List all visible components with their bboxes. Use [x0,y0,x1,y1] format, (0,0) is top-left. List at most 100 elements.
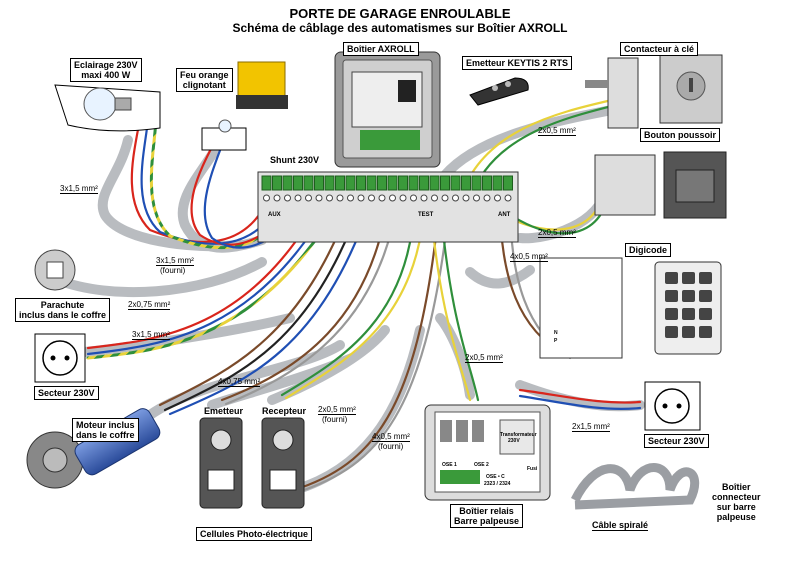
digicode-key [682,308,695,320]
terminal-screw [326,194,333,202]
sheath-feu [177,145,267,253]
terminal-aux: AUX [268,212,281,218]
cable-label-c1: 3x1,5 mm² [60,184,98,194]
terminal-block [450,175,461,191]
digicode-key [665,272,678,284]
secteur-right [644,381,701,431]
cellule-recepteur [261,417,305,509]
wire-gy-3 [86,198,344,360]
terminal-screw [452,194,459,202]
terminal-block [356,175,366,191]
keytis-remote [469,77,529,106]
label-secteur-right: Secteur 230V [644,434,709,448]
terminal-block [398,175,408,191]
cable-label-c3: 2x0,75 mm² [128,300,171,310]
terminal-block [293,175,303,191]
sheath-parachute [53,257,267,298]
bouton-poussoir [594,151,727,219]
label-cable-spirale: Câble spiralé [592,520,649,531]
terminal-ose1: OSE 1 [442,462,457,468]
label-relais: Boîtier relais Barre palpeuse [450,504,524,528]
terminal-block [282,175,293,191]
terminal-block [419,175,429,191]
terminal-screw [420,194,428,202]
label-bouton: Bouton poussoir [640,128,720,142]
terminal-screw [504,194,512,202]
digicode-key [682,326,695,338]
page-title: PORTE DE GARAGE ENROULABLE [289,6,511,21]
terminal-screw [473,194,480,202]
label-feu-line2: clignotant [182,80,226,90]
label-recepteur: Recepteur [262,406,307,416]
label-relais-line1: Boîtier relais [459,506,514,516]
cable-label-c10: 4x0,5 mm² [510,252,548,262]
wire-red-3 [86,198,324,350]
terminal-block [482,175,492,191]
terminal-block [377,175,387,191]
digicode-key [682,272,695,284]
label-shunt: Shunt 230V [270,155,320,165]
cable-label-c6: 2x0,5 mm² [318,405,356,415]
label-moteur-line2: dans le coffre [76,430,135,440]
terminal-screw [462,194,470,202]
digicode-keys [665,272,712,338]
label-eclairage: Eclairage 230V maxi 400 W [70,58,142,82]
terminal-block [387,175,398,191]
terminal-screw [399,194,407,202]
cellule-emetteur [199,417,243,509]
axroll-box [334,51,441,168]
terminal-screw [305,194,312,202]
terminal-screw [284,194,291,202]
label-eclairage-line2: maxi 400 W [81,70,131,80]
cable-label-c6b: (fourni) [322,415,348,424]
digicode [539,257,722,359]
cable-label-c7: 4x0,5 mm² [372,432,410,442]
cable-label-c9: 2x0,5 mm² [538,228,576,238]
terminal-block [314,175,324,191]
label-feu: Feu orange clignotant [176,68,233,92]
terminal-screw [294,194,302,202]
label-parachute-line2: inclus dans le coffre [19,310,107,320]
label-secteur-left: Secteur 230V [34,386,99,400]
feu-orange [201,61,288,151]
label-connecteur: Boîtier connecteur sur barre palpeuse [712,482,761,522]
cable-label-c11: 2x0,5 mm² [465,353,503,363]
sheath-secteur-right [515,380,645,412]
page-subtitle: Schéma de câblage des automatismes sur B… [232,21,568,35]
label-parachute-line1: Parachute [40,300,85,310]
terminal-blocks [261,175,513,202]
terminal-transfo-1: Transformateur [500,432,537,438]
label-feu-line1: Feu orange [180,70,229,80]
digicode-key [699,308,712,320]
terminal-strip [257,171,519,243]
digicode-key [665,308,678,320]
eclairage-lamp [54,84,161,132]
terminal-screw [494,194,501,202]
cable-label-c2: 3x1,5 mm² [156,256,194,266]
terminal-n: N [554,330,558,336]
label-contacteur: Contacteur à clé [620,42,699,56]
wire-blue-s [518,394,642,411]
wire-white-7 [302,198,452,492]
terminal-block [366,175,377,191]
label-connecteur-line3: sur barre [716,502,756,512]
wire-blue-1 [140,118,284,245]
digicode-key [699,326,712,338]
terminal-screw [263,194,270,202]
sheath-keytis [440,105,617,180]
digicode-key [665,326,678,338]
secteur-left [34,333,86,383]
cable-label-c12: 2x1,5 mm² [572,422,610,432]
digicode-key [682,290,695,302]
terminal-screw [336,194,344,202]
terminal-ose-c: OSE • C [486,474,505,480]
digicode-key [699,290,712,302]
terminal-screw [441,194,449,202]
boitier-relais [424,404,551,501]
terminal-block [345,175,356,191]
terminal-block [324,175,335,191]
label-moteur: Moteur inclus dans le coffre [72,418,139,442]
terminal-block [440,175,450,191]
label-eclairage-line1: Eclairage 230V [74,60,138,70]
